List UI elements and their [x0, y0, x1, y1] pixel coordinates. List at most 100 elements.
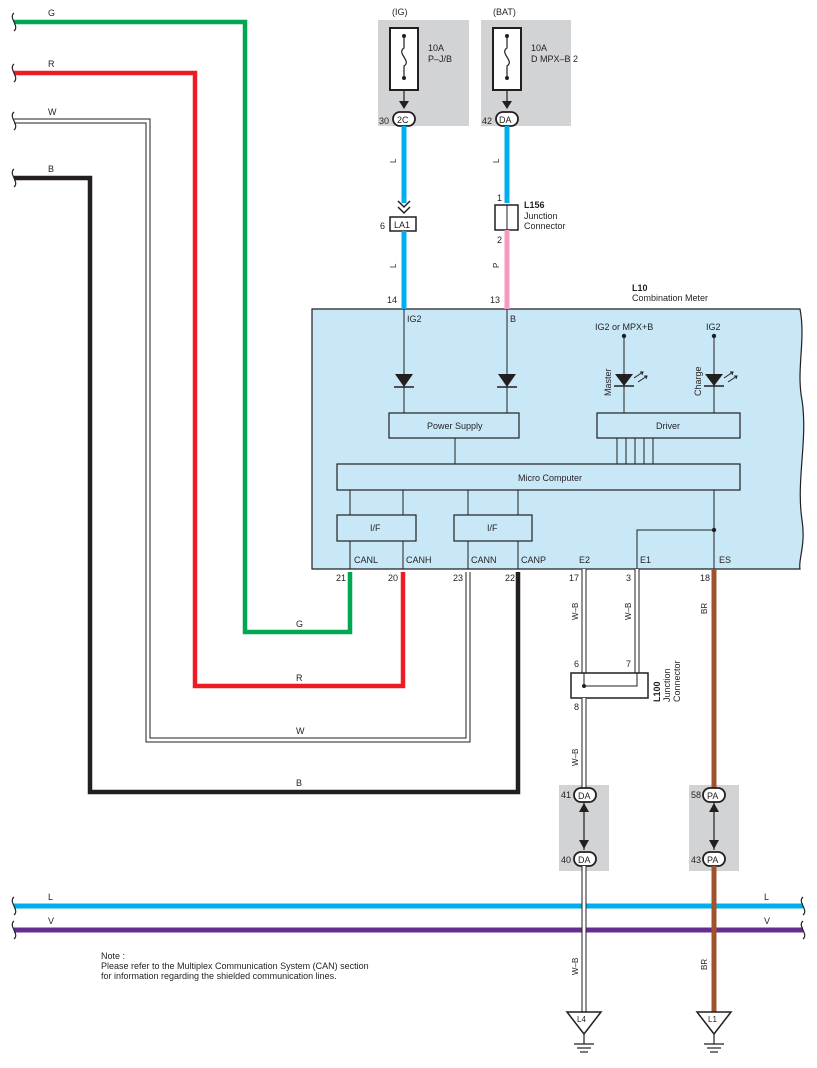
pin-e1: 3 — [626, 573, 631, 583]
label-master: Master — [603, 368, 613, 396]
bat-fuse-source: (BAT) — [493, 7, 516, 17]
combination-meter-body — [311, 308, 805, 570]
wire-label-r: R — [48, 59, 55, 69]
diode-b — [498, 374, 516, 387]
l156-pin2: 2 — [497, 235, 502, 245]
ig-fuse-rating: 10A — [428, 43, 444, 53]
wire-color-wb-3: W–B — [571, 749, 580, 766]
pa-bottom-label: PA — [707, 855, 718, 865]
l156-line1: Junction — [524, 211, 558, 221]
label-e1: E1 — [640, 555, 651, 565]
pin-canp: 22 — [505, 573, 515, 583]
l156-id: L156 — [524, 200, 545, 210]
label-ig2-mpx: IG2 or MPX+B — [595, 322, 653, 332]
da-bottom-pin: 40 — [561, 855, 571, 865]
wire-white-inner — [14, 119, 470, 742]
label-charge: Charge — [693, 366, 703, 396]
diode-ig2 — [395, 374, 413, 387]
bat-connector-label: DA — [499, 115, 512, 125]
wire-label-w-bottom: W — [296, 726, 305, 736]
led-master — [615, 374, 633, 386]
l100-line1: Junction — [662, 668, 672, 702]
power-supply-block — [388, 412, 520, 439]
pa-top-label: PA — [707, 791, 718, 801]
if-label-1: I/F — [370, 523, 381, 533]
ground-l4-label: L4 — [577, 1015, 586, 1024]
wire-color-l-2: L — [389, 263, 398, 268]
l156-pin1: 1 — [497, 193, 502, 203]
wire-label-g: G — [48, 8, 55, 18]
pa-bottom-pin: 43 — [691, 855, 701, 865]
l10-id: L10 — [632, 283, 648, 293]
label-canh: CANH — [406, 555, 432, 565]
ig-fuse-element — [401, 36, 407, 78]
bus-break-marks — [11, 896, 806, 940]
label-e2: E2 — [579, 555, 590, 565]
wire-green — [14, 19, 353, 635]
da-top-connector — [573, 787, 597, 803]
ig-pin: 30 — [379, 116, 389, 126]
bat-fuse-element — [504, 36, 510, 78]
l100-line2: Connector — [672, 660, 682, 702]
wire-color-wb-2: W–B — [624, 603, 633, 620]
power-supply-label: Power Supply — [427, 421, 483, 431]
bus-label-l-right: L — [764, 892, 769, 902]
pin-canl: 21 — [336, 573, 346, 583]
l100-id: L100 — [652, 681, 662, 702]
wire-color-l-3: L — [492, 158, 501, 163]
ig-fuse-name: P–J/B — [428, 54, 452, 64]
wire-color-p: P — [492, 263, 501, 268]
pin-ig2-number: 14 — [387, 295, 397, 305]
bat-fuse-rating: 10A — [531, 43, 547, 53]
if-block-2 — [453, 514, 533, 542]
label-es: ES — [719, 555, 731, 565]
plug-chevrons — [397, 200, 411, 215]
pin-canh: 20 — [388, 573, 398, 583]
ig-connector-label: 2C — [397, 115, 409, 125]
bus-label-l-left: L — [48, 892, 53, 902]
bus-label-v-right: V — [764, 916, 770, 926]
bat-pin: 42 — [482, 116, 492, 126]
wire-label-b-bottom: B — [296, 778, 302, 788]
wire-color-l-1: L — [389, 158, 398, 163]
pin-cann: 23 — [453, 573, 463, 583]
wire-red — [14, 70, 406, 689]
da-bottom-label: DA — [578, 855, 591, 865]
wire-label-g-bottom: G — [296, 619, 303, 629]
ig-fuse-source: (IG) — [392, 7, 408, 17]
da-top-pin: 41 — [561, 790, 571, 800]
wire-label-b: B — [48, 164, 54, 174]
ground-l1-symbol — [695, 1011, 733, 1036]
note-line2: for information regarding the shielded c… — [101, 971, 337, 981]
la1-label: LA1 — [394, 220, 410, 230]
l100-pin7: 7 — [626, 659, 631, 669]
led-charge — [705, 374, 723, 386]
l100-pin8: 8 — [574, 702, 579, 712]
wire-label-w: W — [48, 107, 57, 117]
l10-name: Combination Meter — [632, 293, 708, 303]
wire-color-br-1: BR — [700, 603, 709, 614]
wire-black — [14, 175, 521, 795]
driver-block — [596, 412, 741, 439]
la1-pin: 6 — [380, 221, 385, 231]
label-canp: CANP — [521, 555, 546, 565]
if-block-1 — [336, 514, 417, 542]
pa-top-pin: 58 — [691, 790, 701, 800]
l156-line2: Connector — [524, 221, 566, 231]
label-canl: CANL — [354, 555, 378, 565]
note-line1: Please refer to the Multiplex Communicat… — [101, 961, 369, 971]
label-ig2-charge: IG2 — [706, 322, 721, 332]
bus-label-v-left: V — [48, 916, 54, 926]
pin-e2: 17 — [569, 573, 579, 583]
label-b: B — [510, 314, 516, 324]
wire-break-marks-left — [11, 12, 17, 188]
micro-computer-block — [336, 463, 741, 491]
note-title: Note : — [101, 951, 125, 961]
driver-label: Driver — [656, 421, 680, 431]
wire-label-r-bottom: R — [296, 673, 303, 683]
l100-pin6: 6 — [574, 659, 579, 669]
label-cann: CANN — [471, 555, 497, 565]
wire-color-wb-4: W–B — [571, 958, 580, 975]
